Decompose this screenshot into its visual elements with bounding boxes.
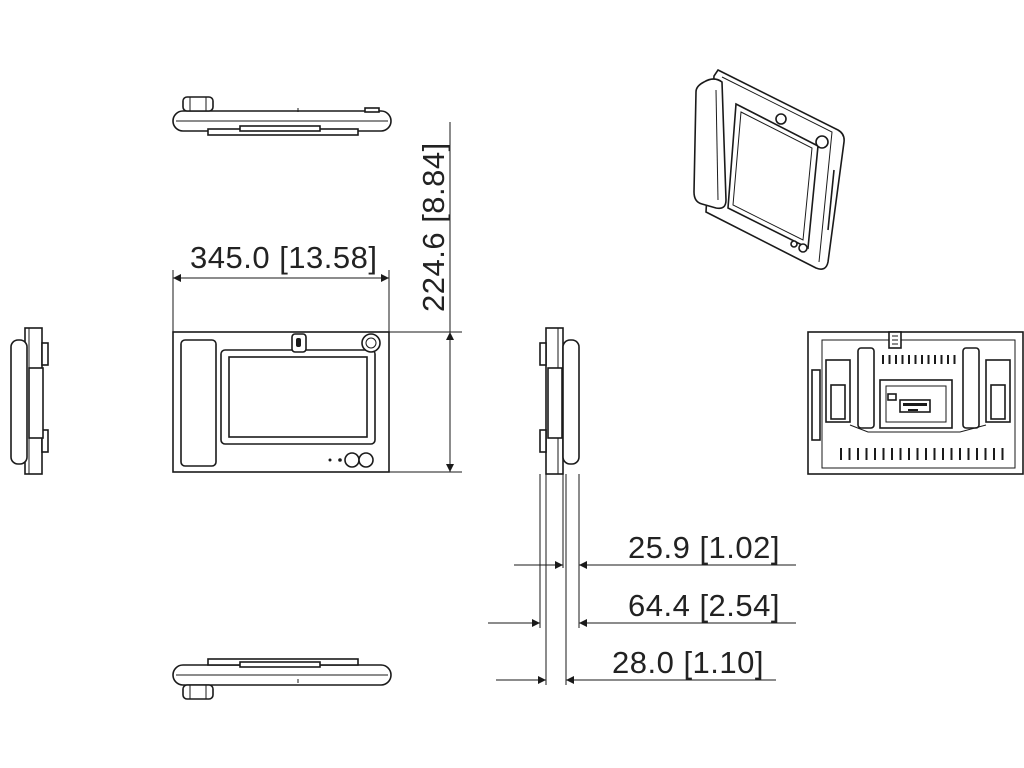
depth-back-label: 28.0 [1.10] bbox=[612, 645, 764, 680]
vent-slot bbox=[865, 448, 868, 460]
handset-shape bbox=[180, 339, 217, 467]
vent-slot bbox=[933, 448, 936, 460]
front-button-left bbox=[344, 452, 360, 468]
vent-slot bbox=[976, 448, 978, 460]
vent-slot bbox=[940, 355, 943, 364]
height-dimension: 224.6 [8.84] bbox=[389, 122, 462, 473]
rear-vent-slots-bottom bbox=[840, 448, 1004, 460]
top-view bbox=[172, 96, 392, 136]
vent-slot bbox=[888, 355, 891, 364]
vent-slot bbox=[848, 448, 851, 460]
vent-slot bbox=[967, 448, 970, 460]
vent-slot bbox=[953, 355, 956, 364]
rear-view bbox=[807, 331, 1024, 475]
front-button-right bbox=[358, 452, 374, 468]
vent-slot bbox=[950, 448, 953, 460]
vent-slot bbox=[942, 448, 944, 460]
vent-slot bbox=[895, 355, 897, 364]
depth-dimension-back: 28.0 [1.10] bbox=[496, 645, 776, 684]
vent-slot bbox=[908, 355, 910, 364]
vent-slot bbox=[927, 355, 930, 364]
right-side-view bbox=[539, 327, 580, 475]
width-label: 345.0 [13.58] bbox=[190, 240, 378, 275]
isometric-view bbox=[693, 68, 845, 270]
vent-slot bbox=[857, 448, 859, 460]
width-dimension: 345.0 [13.58] bbox=[172, 240, 390, 332]
left-side-view bbox=[10, 327, 49, 475]
vent-slot bbox=[901, 355, 904, 364]
depth-extension-lines bbox=[539, 474, 580, 685]
vent-slot bbox=[882, 448, 885, 460]
vent-slot bbox=[947, 355, 949, 364]
vent-slot bbox=[1001, 448, 1004, 460]
vent-slot bbox=[984, 448, 987, 460]
height-label: 224.6 [8.84] bbox=[416, 142, 451, 312]
front-view bbox=[172, 331, 390, 473]
depth-front-label: 25.9 [1.02] bbox=[628, 530, 780, 565]
depth-dimension-front: 25.9 [1.02] bbox=[514, 530, 796, 569]
vent-slot bbox=[899, 448, 902, 460]
speaker-outer bbox=[361, 333, 381, 353]
vent-slot bbox=[921, 355, 923, 364]
vent-slot bbox=[959, 448, 961, 460]
vent-slot bbox=[914, 355, 917, 364]
vent-slot bbox=[908, 448, 910, 460]
iso-handset bbox=[693, 78, 727, 210]
vent-slot bbox=[925, 448, 927, 460]
vent-slot bbox=[840, 448, 842, 460]
depth-total-label: 64.4 [2.54] bbox=[628, 588, 780, 623]
bottom-view bbox=[172, 658, 392, 700]
rear-vent-slots-top bbox=[882, 355, 956, 364]
vent-slot bbox=[891, 448, 893, 460]
depth-dimension-total: 64.4 [2.54] bbox=[488, 588, 796, 627]
vent-slot bbox=[993, 448, 995, 460]
screen bbox=[228, 356, 368, 438]
vent-slot bbox=[882, 355, 884, 364]
vent-slot bbox=[934, 355, 936, 364]
vent-slot bbox=[916, 448, 919, 460]
vent-slot bbox=[874, 448, 876, 460]
